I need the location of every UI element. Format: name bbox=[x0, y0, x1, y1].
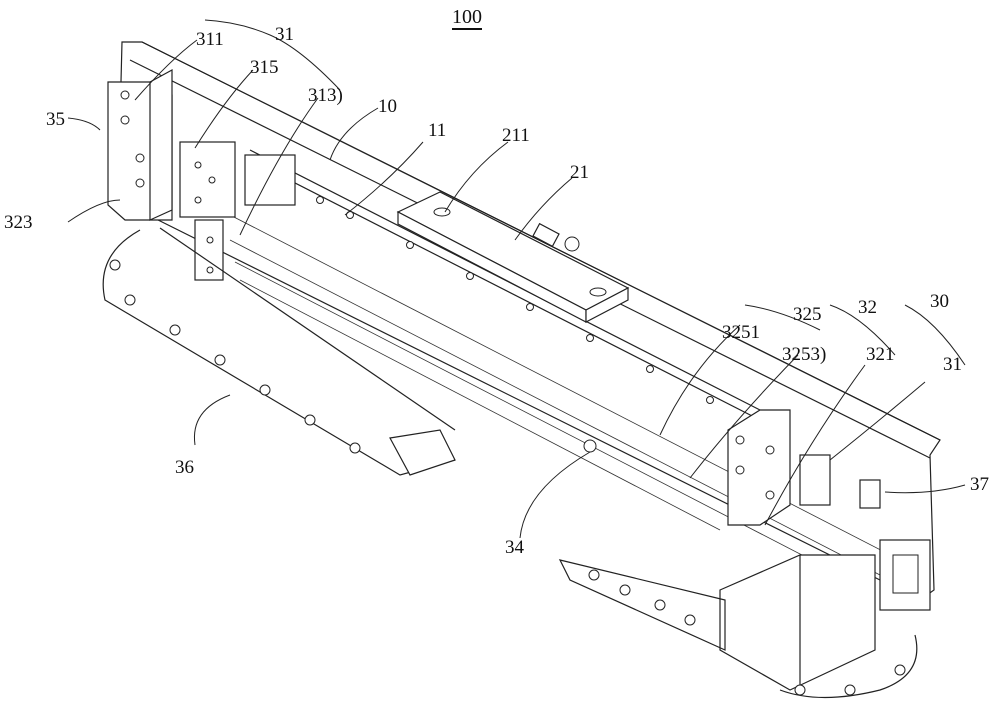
label-211: 211 bbox=[502, 125, 530, 146]
label-32: 32 bbox=[858, 297, 877, 318]
label-323: 323 bbox=[4, 212, 33, 233]
drag-chain-upper bbox=[102, 227, 456, 476]
label-35: 35 bbox=[46, 109, 65, 130]
label-313: 313) bbox=[308, 85, 343, 106]
label-3253: 3253) bbox=[782, 344, 827, 365]
label-36: 36 bbox=[175, 457, 194, 478]
label-311: 311 bbox=[196, 29, 224, 50]
label-21: 21 bbox=[570, 162, 589, 183]
figure-number: 100 bbox=[452, 6, 482, 28]
second-carriage-assembly bbox=[727, 409, 881, 526]
first-carriage-assembly bbox=[107, 68, 296, 281]
slide-table bbox=[396, 191, 630, 323]
label-315: 315 bbox=[250, 57, 279, 78]
label-31-second-carriage: 31 bbox=[943, 354, 962, 375]
drag-chain-lower bbox=[558, 559, 918, 699]
label-37: 37 bbox=[970, 474, 989, 495]
label-3251: 3251 bbox=[722, 322, 760, 343]
motor bbox=[719, 539, 931, 691]
cable-fitting bbox=[583, 439, 597, 453]
label-30: 30 bbox=[930, 291, 949, 312]
label-34: 34 bbox=[505, 537, 524, 558]
label-10: 10 bbox=[378, 96, 397, 117]
label-321: 321 bbox=[866, 344, 895, 365]
label-11: 11 bbox=[428, 120, 447, 141]
label-31-first-carriage: 31 bbox=[275, 24, 294, 45]
leader-lines bbox=[67, 19, 966, 539]
label-325: 325 bbox=[793, 304, 822, 325]
air-fitting bbox=[532, 222, 580, 252]
